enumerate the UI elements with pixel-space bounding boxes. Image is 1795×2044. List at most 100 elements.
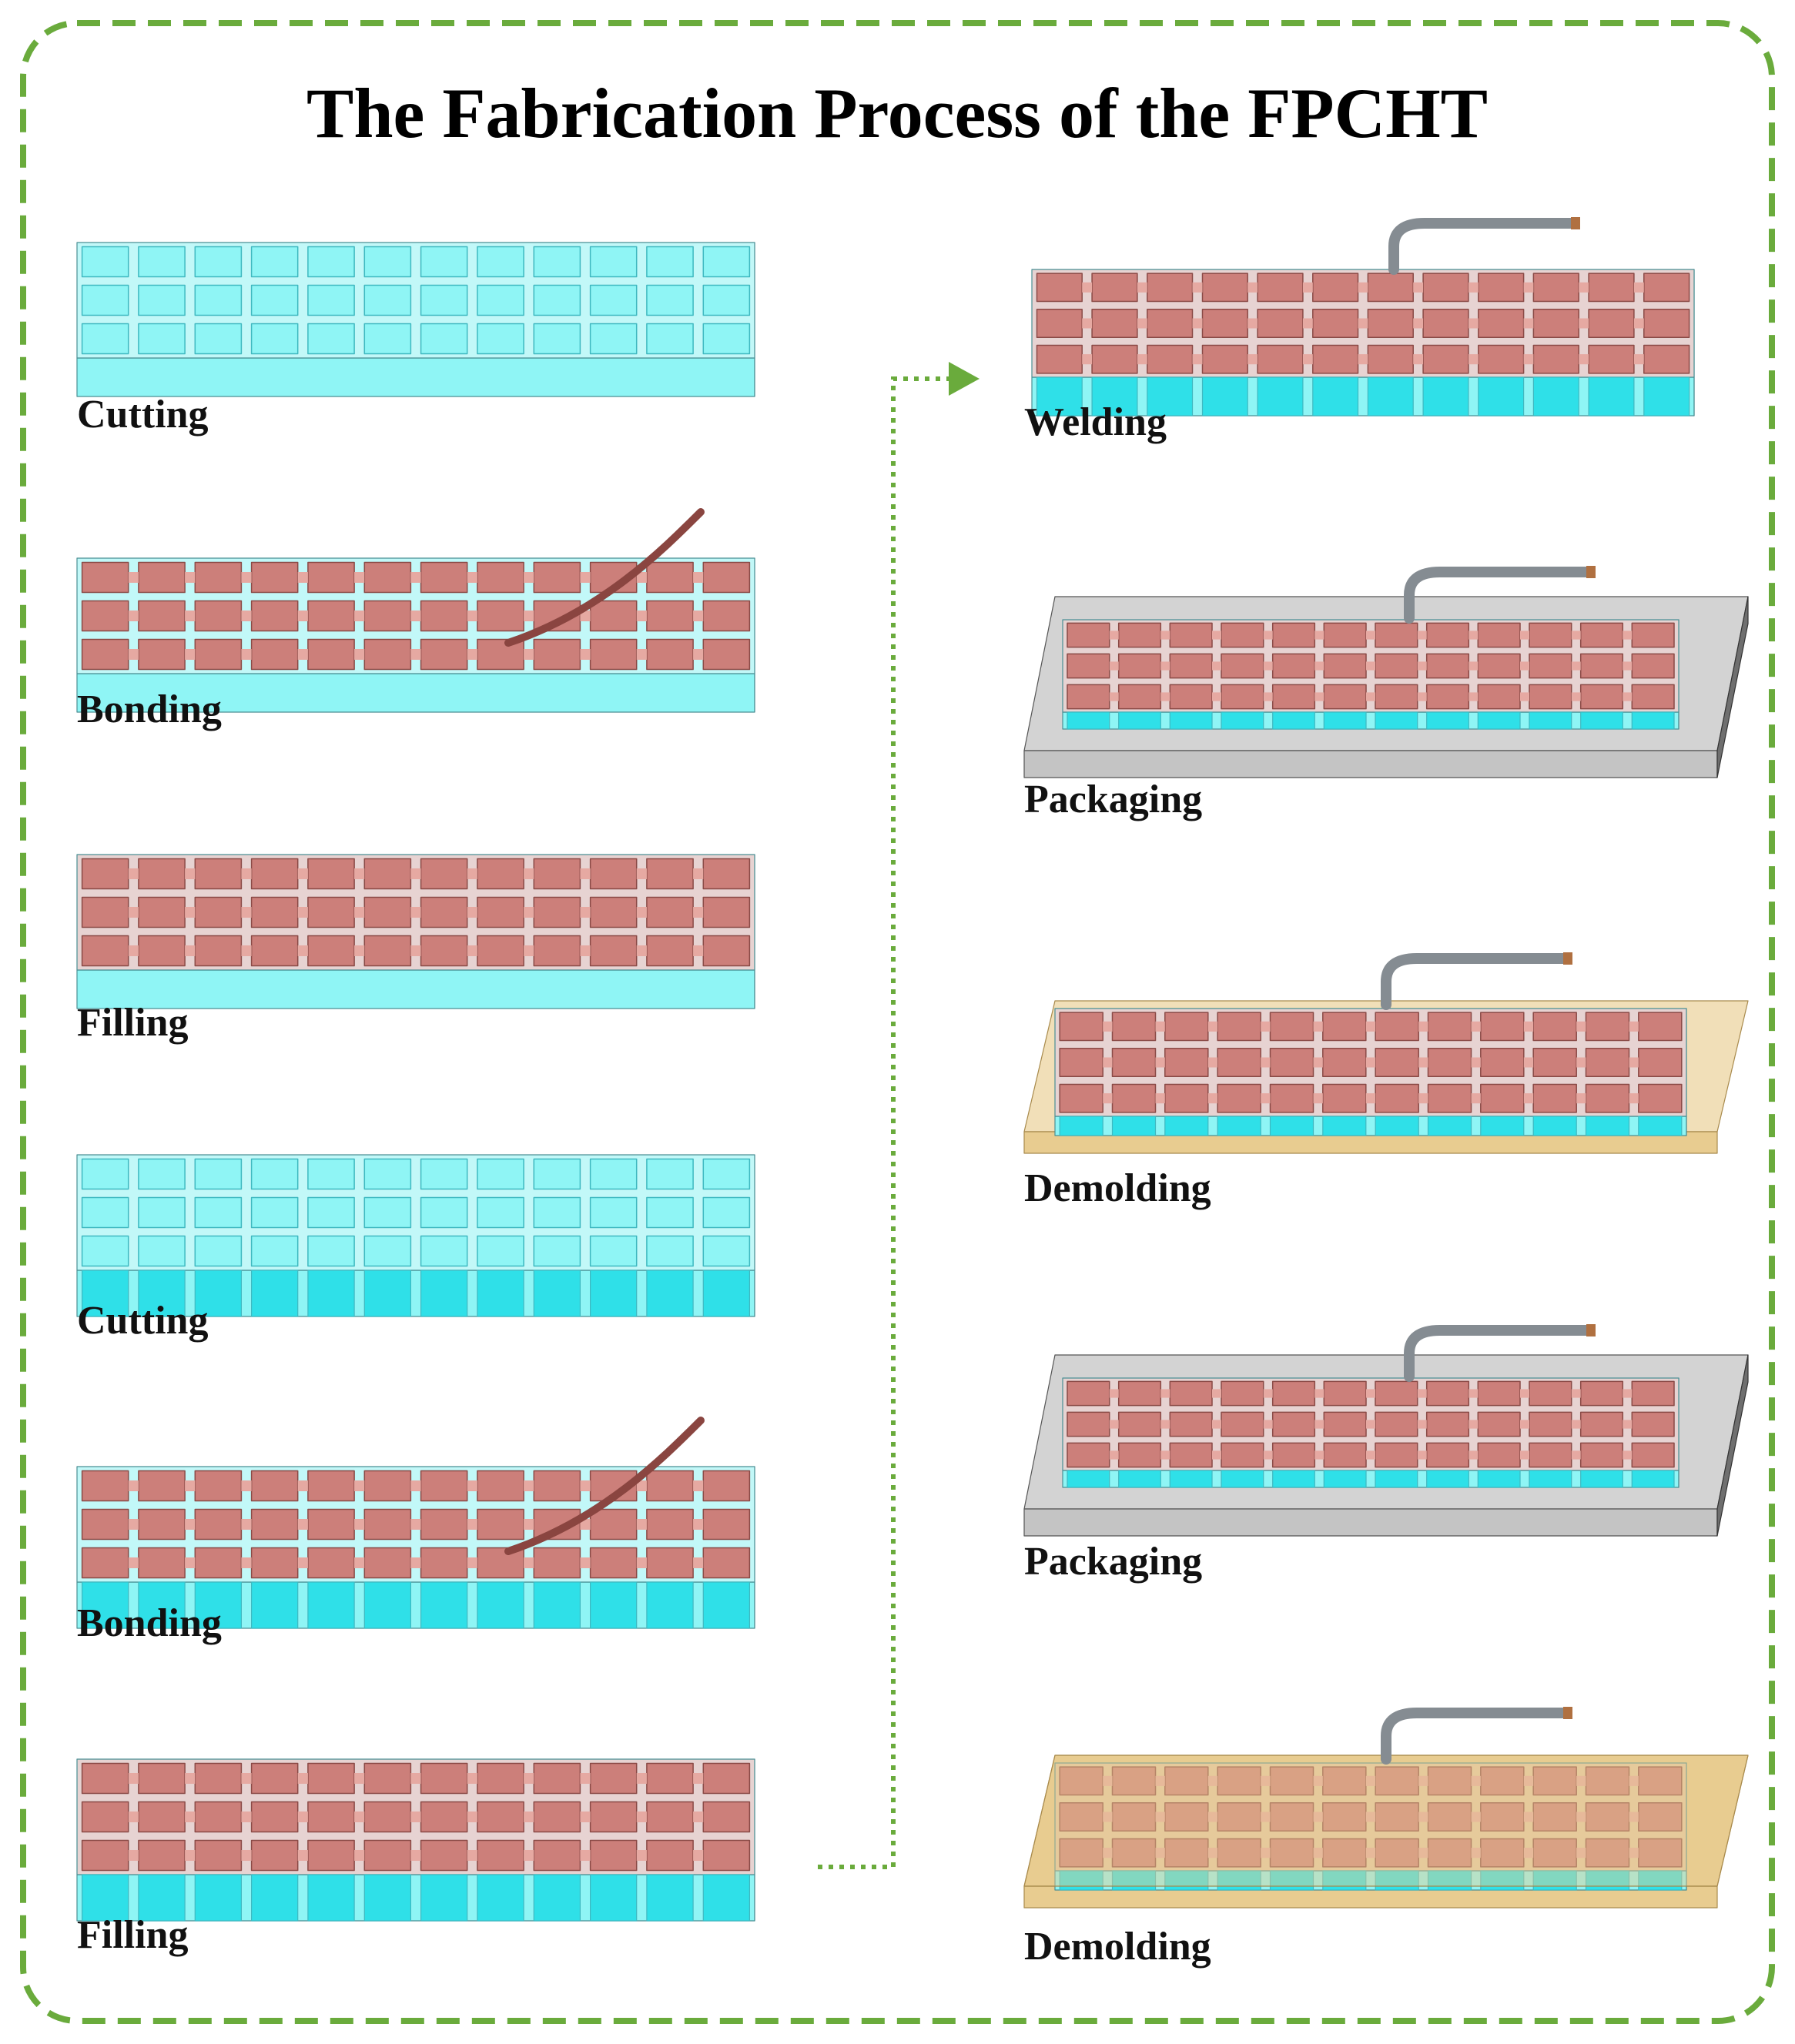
gap-filler — [410, 1850, 421, 1861]
gap-filler — [580, 1519, 591, 1530]
copper-pad — [307, 1801, 355, 1833]
copper-pad — [250, 561, 299, 594]
gap-filler — [1571, 631, 1581, 640]
cyan-block — [138, 1158, 186, 1190]
copper-pad — [702, 600, 751, 632]
cyan-block — [533, 1235, 581, 1267]
step-fill-deep — [76, 1758, 755, 1922]
copper-pad — [1322, 1012, 1367, 1042]
gap-filler — [410, 649, 421, 660]
copper-pad — [1638, 1012, 1683, 1042]
gap-filler — [1302, 354, 1313, 365]
front-tooth — [1480, 1116, 1525, 1136]
gap-filler — [1137, 282, 1147, 293]
gap-filler — [1418, 1057, 1428, 1068]
gap-filler — [1365, 1057, 1376, 1068]
step-pack — [1023, 566, 1749, 778]
step-bond — [76, 508, 755, 713]
gap-filler — [297, 868, 308, 879]
gap-filler — [524, 611, 534, 621]
mold-side — [1716, 1354, 1749, 1537]
gap-filler — [1103, 1775, 1113, 1786]
gap-filler — [1261, 1811, 1271, 1822]
front-tooth — [194, 1874, 242, 1922]
copper-pad — [589, 1839, 638, 1872]
copper-pad — [1579, 653, 1624, 679]
copper-pad — [1375, 1012, 1419, 1042]
front-tooth — [1631, 711, 1675, 730]
front-tooth — [307, 1874, 355, 1922]
copper-pad — [1532, 309, 1579, 338]
gap-filler — [1633, 354, 1644, 365]
gap-filler — [467, 868, 477, 879]
copper-pad — [81, 638, 129, 671]
gap-filler — [693, 1773, 704, 1784]
copper-pad — [250, 896, 299, 928]
gap-filler — [580, 907, 591, 918]
step-label: Packaging — [1024, 1540, 1202, 1584]
gap-filler — [297, 1557, 308, 1568]
gap-filler — [1571, 1420, 1581, 1429]
front-tooth — [138, 1581, 186, 1629]
copper-pad — [1477, 684, 1521, 710]
copper-pad — [1221, 1442, 1264, 1468]
copper-pad — [1221, 653, 1264, 679]
copper-pad — [1375, 653, 1418, 679]
gap-filler — [1313, 1021, 1323, 1032]
gap-filler — [524, 1480, 534, 1491]
copper-pad — [533, 638, 581, 671]
copper-strip — [504, 1417, 705, 1555]
copper-pad — [1269, 1012, 1314, 1042]
front-tooth — [1323, 711, 1367, 730]
cyan-block — [363, 284, 412, 316]
step-label: Filling — [77, 1913, 188, 1957]
copper-pad — [1422, 344, 1469, 374]
cyan-block — [477, 323, 524, 355]
pipe — [1404, 1325, 1592, 1382]
gap-filler — [1302, 282, 1313, 293]
front-tooth — [1221, 711, 1264, 730]
copper-pad — [1529, 684, 1572, 710]
front-tooth — [1638, 1870, 1683, 1891]
gap-filler — [1314, 661, 1324, 671]
gap-filler — [1417, 661, 1427, 671]
copper-pad — [1117, 1442, 1162, 1468]
gap-filler — [128, 1811, 139, 1822]
copper-pad — [250, 935, 299, 967]
gap-filler — [524, 907, 534, 918]
gap-filler — [467, 1557, 477, 1568]
copper-pad — [363, 858, 412, 890]
copper-pad — [1631, 684, 1675, 710]
gap-filler — [1629, 1848, 1639, 1858]
gap-filler — [410, 1773, 421, 1784]
copper-pad — [307, 935, 355, 967]
gap-filler — [636, 1519, 647, 1530]
copper-pad — [477, 561, 524, 594]
copper-pad — [1477, 653, 1521, 679]
front-tooth — [194, 1581, 242, 1629]
copper-pad — [307, 1508, 355, 1541]
copper-pad — [1631, 653, 1675, 679]
cyan-block — [589, 323, 638, 355]
copper-pad — [420, 561, 468, 594]
step-bond-deep — [76, 1417, 755, 1629]
gap-filler — [241, 907, 252, 918]
cyan-block — [702, 1158, 751, 1190]
copper-pad — [533, 1839, 581, 1872]
copper-pad — [702, 1547, 751, 1579]
front-tooth — [1036, 376, 1083, 416]
copper-pad — [1036, 344, 1083, 374]
gap-filler — [410, 868, 421, 879]
gap-filler — [524, 1519, 534, 1530]
cyan-block — [363, 323, 412, 355]
gap-filler — [693, 1557, 704, 1568]
copper-pad — [1579, 1411, 1624, 1437]
step-pack — [1023, 1324, 1749, 1537]
gap-filler — [1623, 631, 1633, 640]
front-tooth — [702, 1874, 751, 1922]
copper-pad — [1585, 1048, 1630, 1077]
gap-filler — [1576, 1775, 1586, 1786]
copper-pad — [1588, 273, 1635, 303]
gap-filler — [1313, 1775, 1323, 1786]
